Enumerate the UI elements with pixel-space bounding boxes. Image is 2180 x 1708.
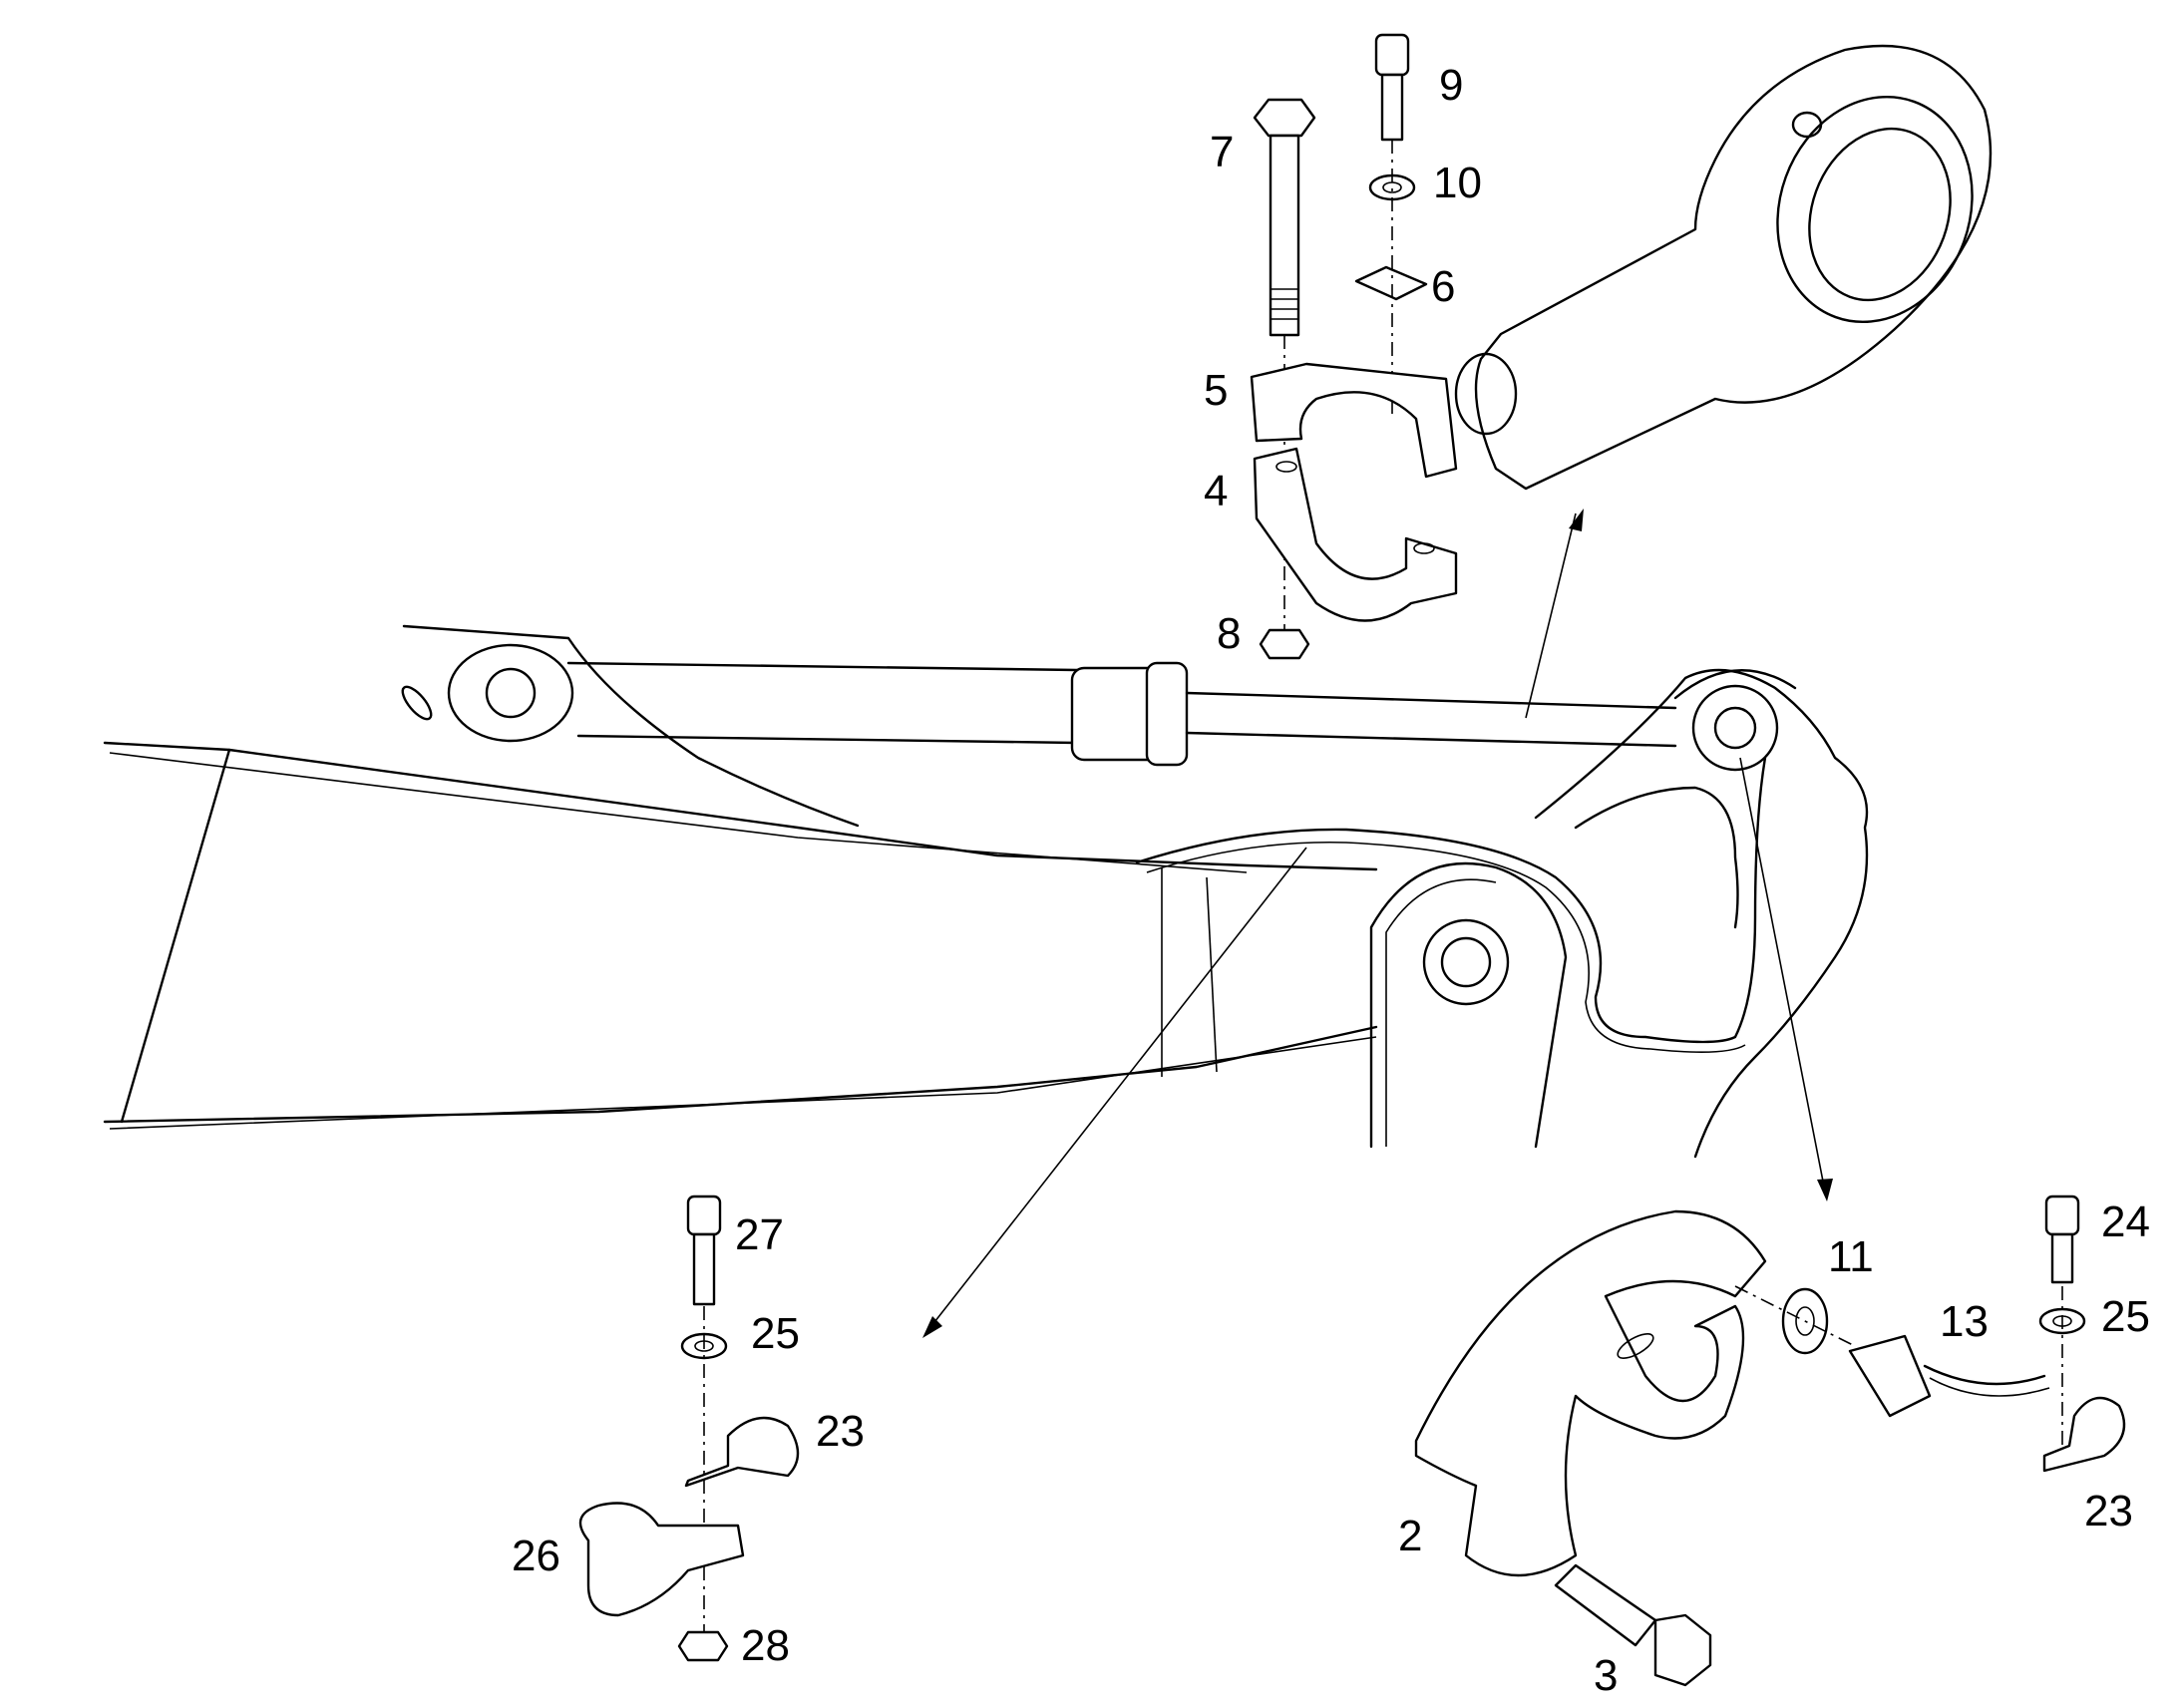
label-part-25-right: 25 [2101,1292,2150,1341]
clamp-detail [1250,33,1993,660]
label-part-4: 4 [1204,467,1228,515]
label-part-23-left: 23 [816,1407,865,1456]
boom-lower-edge [103,1025,1378,1124]
label-part-6: 6 [1431,262,1455,311]
label-part-8: 8 [1217,609,1241,658]
sensor-flange [1691,684,1779,772]
clip-26 [578,1502,745,1617]
rod-eye-bore [1808,127,1952,302]
leader-to-sensor [1739,757,1826,1193]
lug-inner-edge [1385,878,1497,1147]
hose-route [1135,756,1767,1044]
bolt-7-shank [1269,134,1300,337]
washer-11-hole [1795,1306,1815,1336]
rod-eye [1474,44,1993,491]
arrowhead-clamp [1569,509,1584,531]
upper-pivot-bore [485,667,537,719]
part-labels: 9 7 10 6 5 4 8 11 13 24 25 23 2 3 27 25 … [512,61,2150,1700]
label-part-10: 10 [1433,159,1482,207]
sensor-flange-bore [1713,706,1757,750]
clip-23-left [684,1416,800,1488]
clip-23-right [2042,1396,2126,1473]
boom-upper-edge-inner [109,752,1248,873]
boom-assembly [103,624,1869,1159]
plate-6 [1354,265,1428,301]
label-part-7: 7 [1210,128,1234,176]
label-part-23-right: 23 [2084,1487,2133,1536]
boom-lower-edge-inner [109,1036,1377,1130]
upper-pivot-flange [447,643,574,743]
rod-eye-shaft-end [1454,352,1518,436]
sensor-13-cable-edge [1929,1377,2050,1397]
screw-9-head [1374,33,1410,77]
arrowhead-clips [922,1316,942,1338]
nut-28 [677,1630,729,1662]
label-part-28: 28 [741,1621,790,1670]
upper-arm-outline [402,624,860,828]
label-part-24: 24 [2101,1197,2150,1246]
screw-27-shank [692,1232,716,1306]
nut-8 [1259,628,1310,660]
hose-clip-detail [578,1195,800,1662]
boom-web-line-2 [1206,876,1218,1073]
bolt-7-thread [1271,288,1298,320]
main-pivot-boss [1422,918,1510,1006]
label-part-3: 3 [1594,1651,1618,1700]
rod-eye-grease-hole [1791,111,1823,139]
cylinder-rod [566,661,1079,745]
head-inner-curve [1574,786,1739,929]
clamp-half-5 [1250,362,1458,479]
lug-outline [1369,861,1568,1149]
label-part-13: 13 [1940,1297,1989,1346]
leader-arrows [922,509,1833,1338]
screw-27-head [686,1195,722,1236]
guard-slot [1617,1333,1654,1359]
sensor-guard-2 [1414,1209,1767,1577]
sensor-13-body [1848,1334,1932,1418]
screw-9-shank [1380,73,1404,142]
label-part-11: 11 [1828,1232,1874,1281]
clamp-4-hole-2 [1413,542,1435,554]
screw-24-shank [2050,1232,2074,1284]
upper-arm-slot [401,685,433,721]
screw-24-head [2044,1195,2080,1236]
clamp-4-hole [1275,461,1297,473]
bolt-3-shank [1554,1563,1657,1647]
sensor-detail [1414,1195,2126,1687]
sensor-guard-outline [1673,669,1797,700]
label-part-5: 5 [1204,366,1228,415]
boom-end-line [120,748,231,1124]
main-pivot-bore [1440,936,1492,988]
clamp-half-4 [1253,447,1458,622]
axis-sensor [1734,1285,1856,1347]
leader-to-clips [926,847,1307,1332]
head-outline [1534,668,1869,1159]
bolt-3-head [1653,1613,1712,1687]
label-part-26: 26 [512,1532,560,1580]
cylinder-piston-rod [1185,691,1677,748]
bolt-7-head [1253,98,1316,138]
rod-eye-bore-outer [1776,95,1974,324]
boom-upper-edge [103,741,1378,871]
leader-to-clamp [1525,512,1577,719]
label-part-2: 2 [1398,1512,1422,1560]
label-part-9: 9 [1439,61,1463,110]
arrowhead-sensor [1817,1179,1833,1201]
label-part-27: 27 [735,1210,784,1259]
hose-route-inner [1146,841,1746,1053]
cylinder-collar [1145,661,1189,767]
sensor-13-cable [1923,1364,2046,1386]
label-part-25-left: 25 [751,1309,800,1358]
